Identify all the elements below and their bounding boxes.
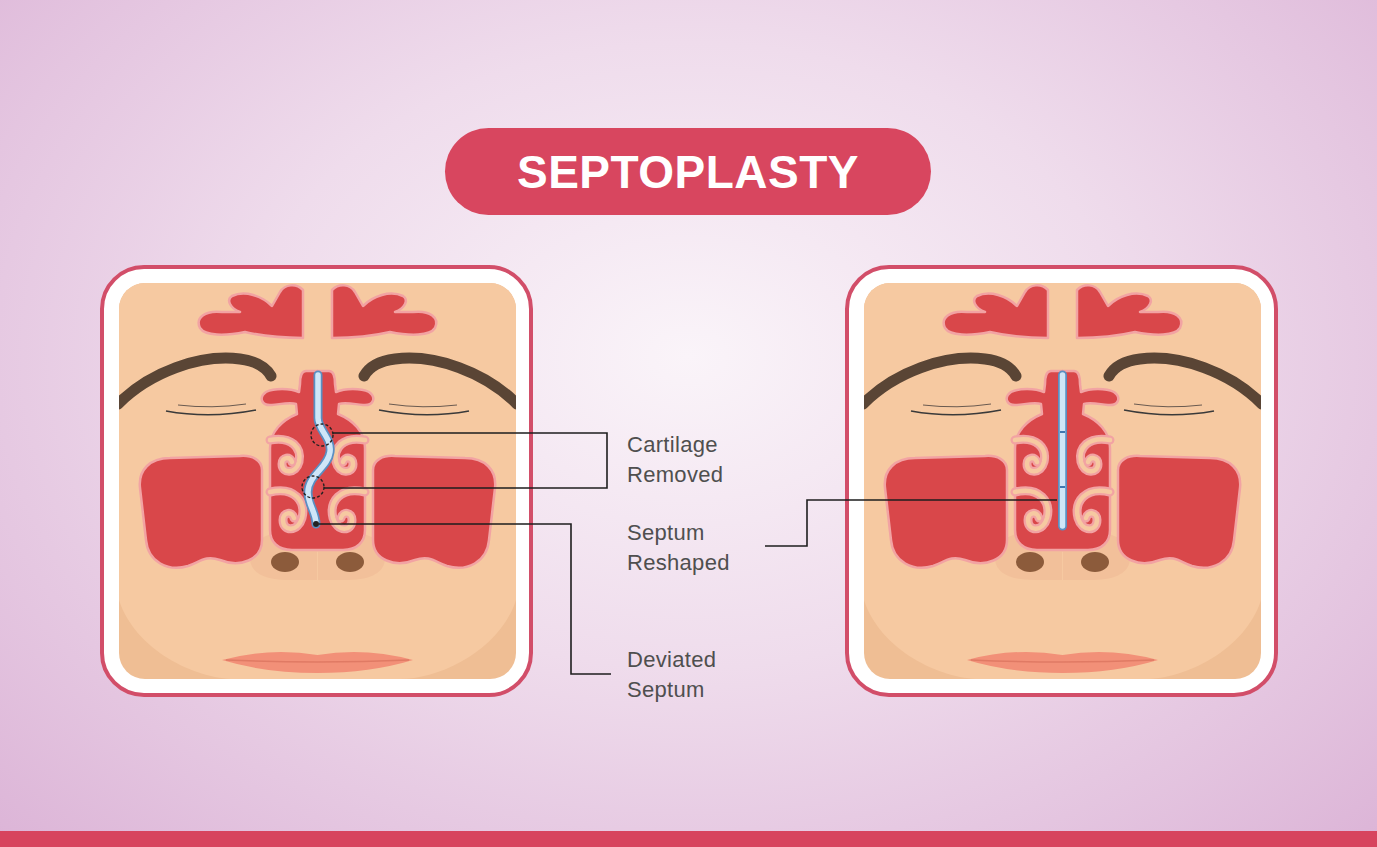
leader-dot bbox=[313, 521, 319, 527]
title-text: SEPTOPLASTY bbox=[517, 149, 859, 195]
face-panel bbox=[102, 267, 531, 695]
straight-septum-outline bbox=[1058, 375, 1067, 526]
title-pill: SEPTOPLASTY bbox=[445, 128, 931, 215]
before-panel bbox=[102, 267, 531, 695]
removed-cartilage-marker bbox=[302, 476, 324, 498]
label-text: Septum Reshaped bbox=[627, 518, 777, 578]
deviated-septum bbox=[308, 375, 330, 524]
leader-line bbox=[319, 524, 611, 674]
leader-line bbox=[324, 433, 607, 488]
straight-septum bbox=[1060, 375, 1066, 526]
callout-label: Deviated Septum bbox=[627, 645, 777, 705]
face-panel bbox=[847, 267, 1276, 695]
label-text: Deviated Septum bbox=[627, 645, 777, 705]
callout-label: Septum Reshaped bbox=[627, 518, 777, 578]
callout-label: Cartilage Removed bbox=[627, 430, 777, 490]
deviated-septum-outline bbox=[308, 375, 330, 524]
leader-line bbox=[765, 500, 1057, 546]
bottom-bar bbox=[0, 831, 1377, 847]
label-text: Cartilage Removed bbox=[627, 430, 777, 490]
septum-tick bbox=[1060, 432, 1065, 487]
after-panel bbox=[847, 267, 1276, 695]
removed-cartilage-marker bbox=[311, 424, 333, 446]
